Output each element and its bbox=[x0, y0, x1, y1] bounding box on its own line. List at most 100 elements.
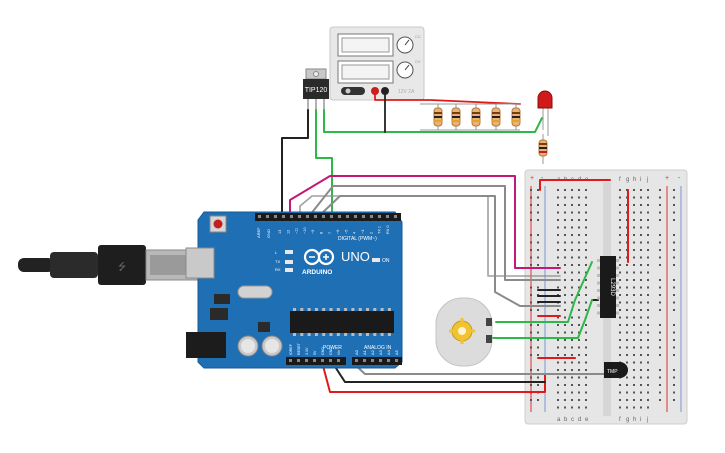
digital-pin-label: ~10 bbox=[303, 228, 307, 234]
digital-pin-label: ~5 bbox=[344, 230, 348, 234]
cc-label: CC bbox=[415, 34, 421, 39]
arduino-brand: ARDUINO bbox=[302, 269, 332, 276]
arduino-model: UNO bbox=[341, 249, 370, 264]
analog-pin-label: A3 bbox=[378, 349, 383, 355]
wire-motor-b bbox=[489, 299, 593, 339]
l293d-chip[interactable]: L293D bbox=[597, 256, 619, 318]
column-letter: b bbox=[564, 417, 568, 423]
rail-minus-label: - bbox=[541, 175, 544, 182]
analog-pin-label: A0 bbox=[354, 349, 359, 355]
digital-pin-label: ~9 bbox=[311, 230, 315, 234]
sensor-label: TMP bbox=[607, 369, 618, 375]
wires bbox=[281, 90, 629, 393]
column-letter: f bbox=[619, 417, 621, 423]
atmega-chip bbox=[290, 311, 394, 333]
supply-rating: 12V 2A bbox=[398, 89, 415, 95]
digital-pin-label: 8 bbox=[320, 232, 324, 234]
column-letter: g bbox=[626, 417, 629, 423]
column-letter: d bbox=[578, 417, 581, 423]
resistor bbox=[471, 107, 481, 127]
resistor bbox=[491, 107, 501, 127]
power-pin-label: 3.3V bbox=[305, 347, 309, 355]
power-pin-label: GND bbox=[321, 347, 325, 355]
digital-pin-label: RX 0 bbox=[386, 226, 390, 234]
resistor-bank bbox=[420, 103, 521, 131]
usb-cable: ⭍ bbox=[18, 245, 209, 285]
digital-pin-label: 4 bbox=[353, 232, 357, 234]
l-led-label: L bbox=[275, 250, 278, 255]
analog-pin-label: A5 bbox=[394, 349, 399, 355]
wire-motor-a bbox=[495, 261, 593, 323]
rx-led-label: RX bbox=[275, 267, 281, 272]
cv-label: CV bbox=[415, 59, 421, 64]
wire-magenta-signal bbox=[289, 175, 561, 269]
digital-pin-label: ~3 bbox=[361, 230, 365, 234]
power-switch[interactable] bbox=[341, 87, 365, 95]
column-letter: i bbox=[640, 417, 641, 423]
chip-label: L293D bbox=[609, 278, 615, 296]
digital-pin-label: ~6 bbox=[336, 230, 340, 234]
usb-icon: ⭍ bbox=[118, 261, 126, 273]
column-letter: i bbox=[640, 177, 641, 183]
column-letter: j bbox=[646, 417, 648, 423]
resistor bbox=[511, 107, 521, 127]
analog-pin-label: A2 bbox=[370, 349, 375, 355]
column-letter: h bbox=[633, 177, 636, 183]
resistor bbox=[433, 107, 443, 127]
rail-plus-label-right: + bbox=[665, 175, 669, 182]
power-supply[interactable]: CC CV 12V 2A bbox=[329, 26, 425, 101]
column-letter: h bbox=[633, 417, 636, 423]
digital-header[interactable] bbox=[255, 213, 401, 221]
resistor bbox=[451, 107, 461, 127]
wire-5v bbox=[321, 361, 546, 393]
tip120-transistor[interactable]: TIP120 bbox=[303, 68, 329, 110]
analog-pin-label: A1 bbox=[362, 349, 367, 355]
dc-motor[interactable] bbox=[435, 297, 493, 367]
wire-gnd bbox=[331, 361, 546, 383]
digital-label: DIGITAL (PWM~) bbox=[338, 236, 377, 242]
analog-label: ANALOG IN bbox=[364, 345, 392, 351]
gnd-label: GND bbox=[266, 229, 271, 238]
wire-gray-2 bbox=[319, 195, 561, 307]
transistor-label: TIP120 bbox=[305, 87, 328, 94]
digital-pin-label: TX 1 bbox=[378, 226, 382, 234]
power-label: POWER bbox=[323, 345, 342, 351]
motor-gear-icon bbox=[449, 318, 475, 344]
digital-pin-label: 2 bbox=[369, 232, 373, 234]
arduino-uno[interactable]: 13 12 ~11 ~10 ~9 8 7 ~6 ~5 4 ~3 2 TX 1 RX 0 IOREF RESE… bbox=[185, 211, 403, 369]
wire-gray-3 bbox=[299, 195, 561, 277]
usb-port bbox=[185, 247, 215, 279]
digital-pin-label: 13 bbox=[278, 230, 282, 234]
analog-pin-label: A4 bbox=[386, 349, 391, 355]
digital-pin-label: ~11 bbox=[295, 228, 299, 234]
column-letter: c bbox=[571, 417, 574, 423]
on-label: ON bbox=[382, 258, 390, 264]
power-pin-label: IOREF bbox=[289, 343, 293, 355]
analog-header[interactable] bbox=[352, 357, 402, 365]
power-pin-label: Vin bbox=[337, 350, 341, 355]
digital-pin-label: 7 bbox=[328, 232, 332, 234]
wire-emitter-gnd bbox=[281, 109, 309, 216]
led[interactable] bbox=[537, 90, 553, 136]
arduino-logo-icon bbox=[303, 248, 335, 266]
aref-label: AREF bbox=[256, 227, 261, 238]
power-pin-label: RESET bbox=[297, 342, 301, 355]
column-letter: j bbox=[646, 177, 648, 183]
column-letter: f bbox=[619, 177, 621, 183]
power-pin-label: GND bbox=[329, 347, 333, 355]
wire-collector-line bbox=[323, 109, 543, 133]
rail-plus-label: + bbox=[530, 175, 534, 182]
column-letter: e bbox=[585, 417, 589, 423]
digital-pin-label: 12 bbox=[286, 230, 290, 234]
rail-minus-label-right: - bbox=[678, 175, 681, 182]
temperature-sensor[interactable]: TMP bbox=[604, 362, 628, 378]
wire-supply-positive bbox=[374, 90, 521, 105]
led-resistor bbox=[538, 134, 548, 164]
column-letter: a bbox=[557, 417, 561, 423]
tx-led-label: TX bbox=[275, 259, 280, 264]
dc-jack bbox=[186, 332, 226, 358]
power-pin-label: 5V bbox=[313, 350, 317, 355]
column-letter: g bbox=[626, 177, 629, 183]
